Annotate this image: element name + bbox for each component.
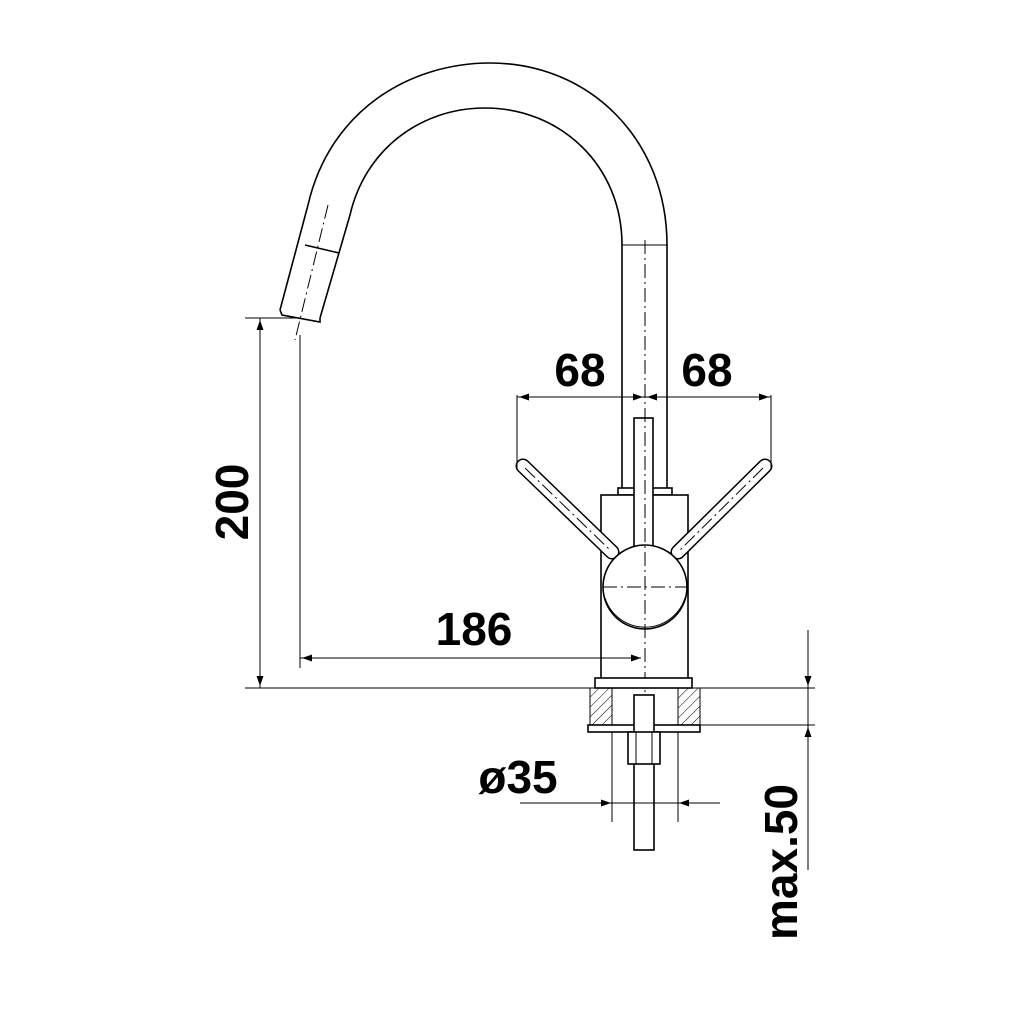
dimension-spout-reach: 186	[299, 335, 641, 668]
dimension-label-spout-height: 200	[206, 464, 258, 541]
dimension-label-max-thickness: max.50	[755, 784, 807, 940]
spout	[279, 62, 668, 490]
dimension-label-spout-reach: 186	[436, 603, 513, 655]
dimension-max-thickness: max.50	[692, 630, 815, 940]
dimension-spout-height: 200	[206, 317, 745, 689]
dimension-label-lever-right: 68	[681, 344, 732, 396]
dimension-lever-span: 68 68	[516, 344, 772, 470]
dimension-hole-diameter: ø35	[478, 732, 720, 822]
dimension-label-hole-diameter: ø35	[478, 751, 557, 803]
faucet-body	[515, 240, 773, 851]
dimension-label-lever-left: 68	[554, 344, 605, 396]
